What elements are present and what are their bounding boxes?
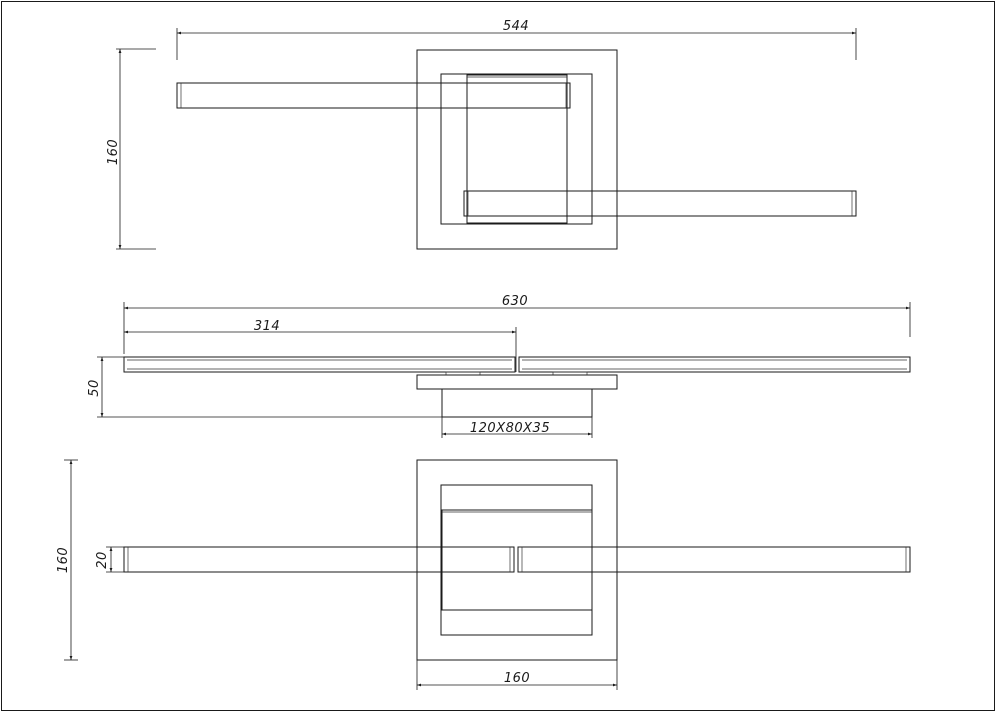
dim-630-label: 630 — [502, 294, 528, 309]
bottom-base-plate — [416, 459, 618, 661]
dim-20-label: 20 — [95, 551, 110, 569]
side-base-plate — [416, 374, 618, 390]
bottom-inner-frame — [440, 484, 593, 636]
side-bar-right — [518, 356, 911, 373]
dim-314-label: 314 — [254, 319, 280, 334]
bottom-canopy — [441, 509, 593, 611]
side-bar-left — [123, 356, 516, 373]
dim-544-label: 544 — [503, 19, 529, 34]
side-canopy — [441, 388, 593, 418]
top-base-plate — [416, 49, 618, 250]
top-canopy — [466, 74, 568, 224]
top-bar-left — [176, 82, 571, 109]
side-view: 630 314 50 120X80X35 — [87, 294, 911, 438]
top-inner-frame — [440, 73, 593, 225]
dim-50-label: 50 — [87, 379, 102, 397]
bottom-bar-left — [123, 546, 515, 573]
dim-bottom-width-label: 160 — [504, 671, 530, 686]
dim-bottom-160-label: 160 — [56, 547, 71, 573]
top-view: 544 160 — [106, 19, 857, 250]
top-bar-right — [463, 190, 857, 217]
bottom-bar-right — [517, 546, 911, 573]
dim-top-160-label: 160 — [106, 139, 121, 165]
dim-canopy-label: 120X80X35 — [470, 421, 550, 436]
bottom-view: 160 20 160 — [56, 459, 911, 690]
